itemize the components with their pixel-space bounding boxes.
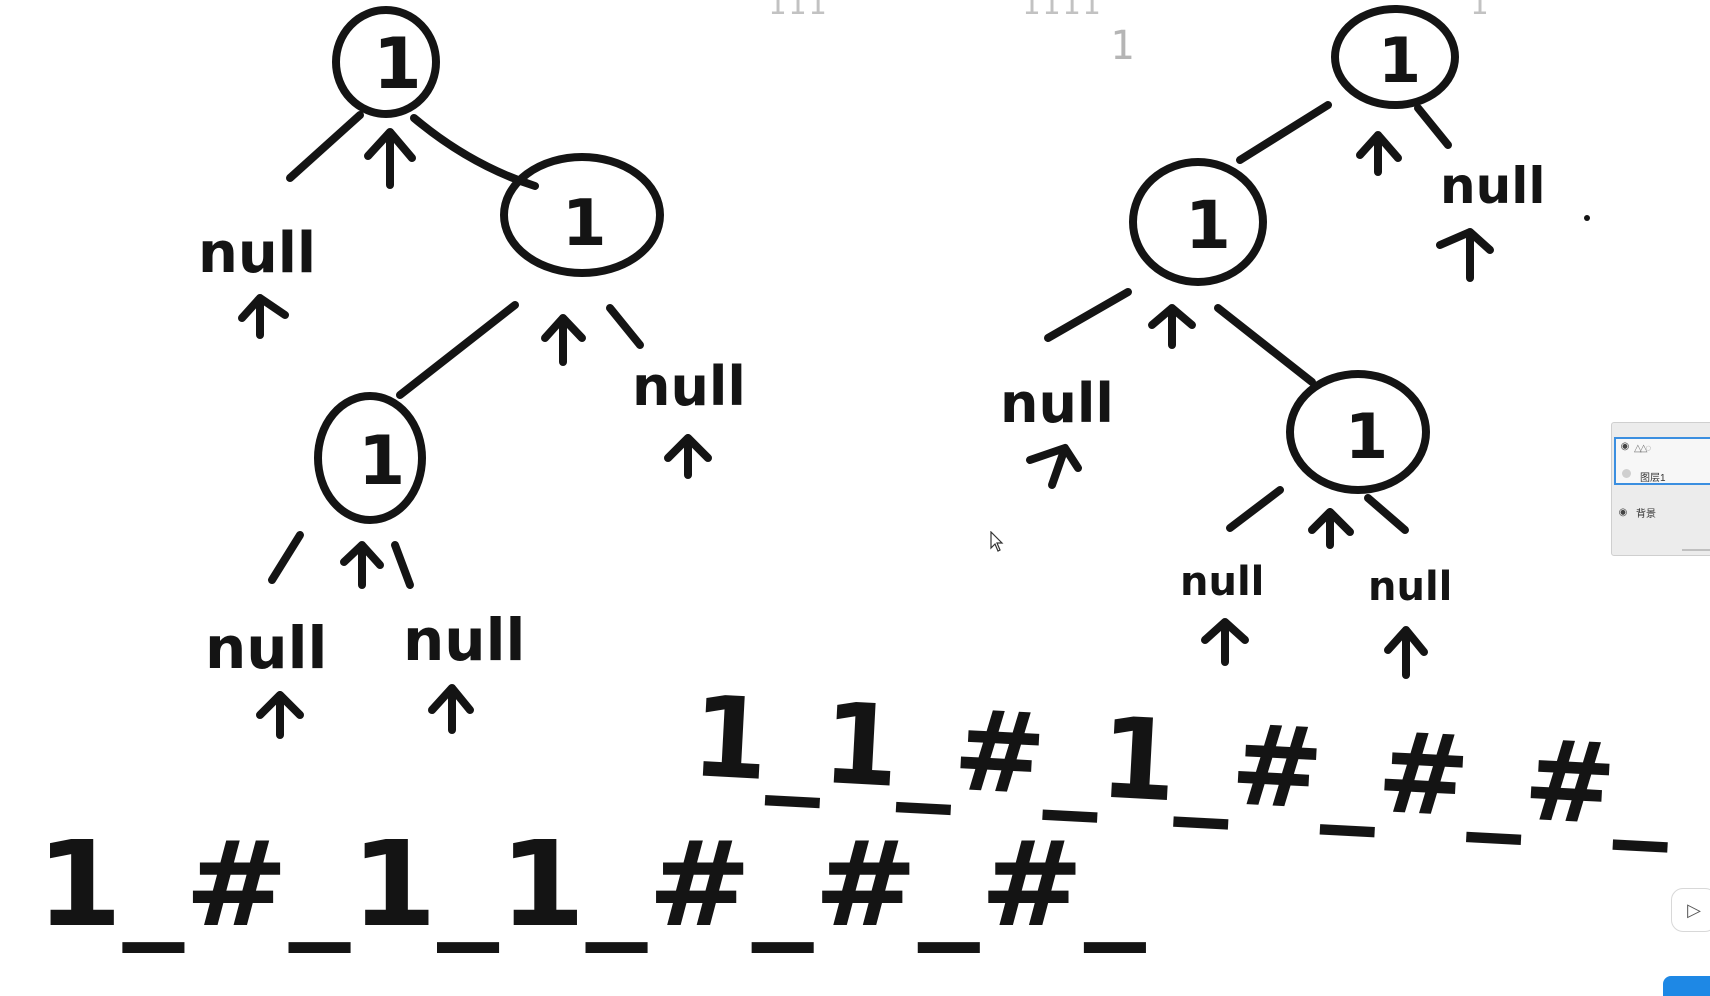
panel-resize-grip[interactable] <box>1682 549 1710 551</box>
right-tree-root-value: 1 <box>1378 24 1421 97</box>
layer-row-layer1[interactable]: ◉ △△◌ 图层1 <box>1614 437 1710 485</box>
right-root-left-edge <box>1236 101 1332 164</box>
right-root-right-edge <box>1414 104 1452 149</box>
arrow-icon <box>1308 508 1354 549</box>
left-tree: 1 null 1 null 1 null null <box>198 6 746 739</box>
arrow-icon <box>340 541 384 589</box>
right-tree-root-circle <box>1331 5 1459 109</box>
right-tree-left-child-circle <box>1129 158 1267 286</box>
left-tree-right-child-circle <box>500 153 664 277</box>
top-label-3: 1 <box>1110 23 1137 69</box>
layer-name: 背景 <box>1636 508 1656 520</box>
play-button[interactable]: ▷ <box>1671 888 1710 932</box>
null-label: null <box>403 606 525 674</box>
left-tree-root-value: 1 <box>373 23 422 105</box>
right-tree: 1 null 1 null 1 null null <box>1000 5 1590 679</box>
left-tree-right-child-value: 1 <box>562 187 607 261</box>
right-tree-bottom-node-value: 1 <box>1345 400 1388 473</box>
right-bn-left-edge <box>1226 486 1284 532</box>
arrow-icon <box>238 294 289 339</box>
null-label: null <box>1180 559 1264 605</box>
arrow-icon <box>1384 626 1428 679</box>
right-tree-bottom-node-circle <box>1286 370 1430 494</box>
left-rc-left-edge <box>396 301 519 399</box>
null-label: null <box>1000 372 1114 435</box>
arrow-icon <box>1356 131 1402 176</box>
left-root-left-edge <box>286 111 364 182</box>
null-label: null <box>198 221 316 286</box>
layer-thumbnail: △△◌ <box>1634 443 1651 454</box>
top-label-4: 1 <box>1470 0 1491 22</box>
null-label: null <box>1440 157 1545 215</box>
arrow-icon <box>1148 304 1196 349</box>
arrow-icon <box>256 691 304 739</box>
layer-row-background[interactable]: ◉ 背景 <box>1614 495 1710 529</box>
arrow-icon <box>541 314 586 366</box>
left-bn-left-edge <box>268 531 304 584</box>
top-label-1: 111 <box>768 0 829 22</box>
arrow-icon <box>1201 618 1249 666</box>
arrow-icon <box>664 434 712 479</box>
eye-icon[interactable]: ◉ <box>1620 441 1630 452</box>
serialization-bottom-left: 1_#_1_1_#_#_#_ <box>36 815 1146 953</box>
left-tree-root-circle <box>332 6 440 118</box>
right-tree-left-child-value: 1 <box>1185 187 1231 264</box>
arrow-icon <box>1436 228 1494 282</box>
right-lc-left-edge <box>1044 288 1132 342</box>
right-lc-right-edge <box>1214 304 1316 386</box>
stray-dot <box>1584 215 1590 221</box>
arrow-icon <box>364 128 416 189</box>
layer-lock-icon[interactable] <box>1622 469 1631 478</box>
left-bn-right-edge <box>391 541 414 589</box>
null-label: null <box>205 614 327 682</box>
layers-panel: ◉ △△◌ 图层1 ◉ 背景 <box>1611 422 1710 556</box>
play-icon: ▷ <box>1687 899 1701 921</box>
cursor-icon <box>990 531 1004 552</box>
layer-name: 图层1 <box>1640 473 1666 484</box>
top-label-2: 1111 <box>1022 0 1103 22</box>
arrow-icon <box>428 684 474 734</box>
left-tree-bottom-node-value: 1 <box>358 422 405 501</box>
left-rc-right-edge <box>606 304 644 349</box>
eye-icon[interactable]: ◉ <box>1618 506 1628 518</box>
arrow-icon <box>1026 444 1082 489</box>
null-label: null <box>632 355 746 418</box>
right-bn-right-edge <box>1364 494 1409 534</box>
left-tree-bottom-node-circle <box>314 392 426 524</box>
blue-tab-button[interactable] <box>1663 976 1710 996</box>
left-root-right-edge <box>410 114 539 190</box>
null-label: null <box>1368 564 1452 610</box>
